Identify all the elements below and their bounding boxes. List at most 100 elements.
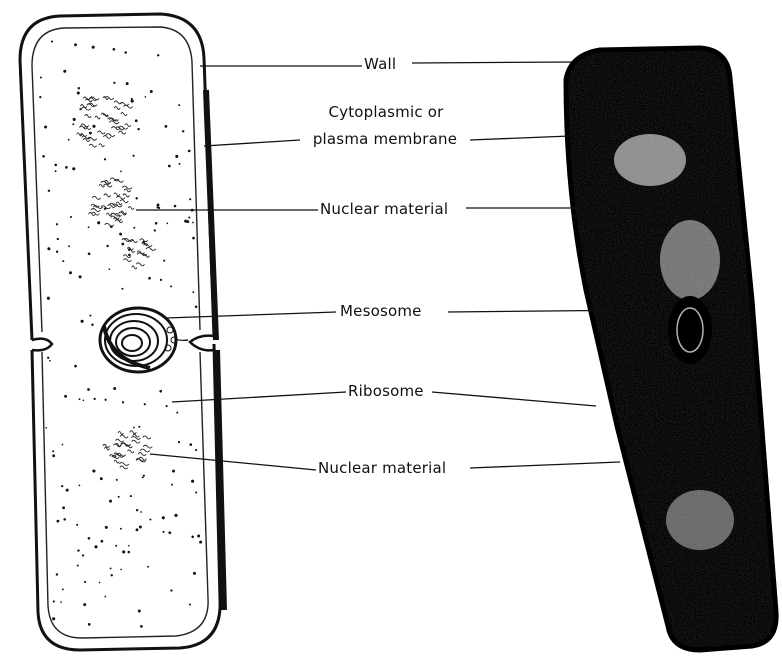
ribosome-dot [81,320,84,323]
ribosome-dot [154,229,156,231]
ribosome-dot [110,225,113,228]
nuclear-strand [125,124,131,127]
nuclear-strand [124,105,133,108]
mesosome [100,308,177,372]
ribosome-dot [72,167,75,170]
ribosome-dot [88,537,91,540]
ribosome-dot [156,206,158,208]
ribosome-dot [79,485,81,487]
ribosome-dot [92,125,95,128]
nuclear-strand [91,204,99,207]
nuclear-strand [140,449,150,452]
nuclear-strand [119,131,126,134]
membrane-leader-left [204,140,300,146]
ribosome-dot [138,426,140,428]
ribosome-dot [84,581,86,583]
nuclear-strand [89,103,98,106]
ribosome-dot [56,251,58,253]
ribosome-dot [131,99,134,102]
ribosome-leader-left [172,392,346,402]
ribosome-dot [121,243,124,246]
ribosome-dot [128,248,131,251]
ribosome-dot [170,285,172,287]
nuclear-strand [95,116,100,119]
ribosome-dot [157,54,159,56]
membrane-leader-right [470,136,570,140]
ribosome-dot [179,163,181,165]
ribosome-dot [62,444,64,446]
nuclear-strand [123,194,129,197]
ribosome-dot [94,398,96,400]
mesosome-leader-left [166,312,336,318]
ribosome-dot [74,43,77,46]
ribosome-dot [195,449,197,451]
ribosome-dot [136,509,138,511]
cell-wall-upper [20,14,214,340]
nuclear-strand [120,466,128,469]
ribosome-dot [191,480,194,483]
ribosome-dot [88,226,90,228]
ribosome-dot [118,496,120,498]
ribosome-dot [159,390,162,393]
nuclear-strand [105,223,114,226]
ribosome-dot [135,197,137,199]
ribosome-dot [139,526,142,529]
ribosome-dot [162,531,164,533]
ribosome-dot [62,260,64,262]
ribosome-dot [128,545,130,547]
ribosome-dot [178,441,180,443]
ribosome-dot [64,395,67,398]
ribosome-dot [47,247,50,250]
ribosome-dot [124,51,127,54]
ribosome-dot [94,545,97,548]
ribosome-dot [189,443,192,446]
ribosome-dot [40,77,42,79]
ribosome-dot [79,108,81,110]
ribosome-dot [60,601,62,603]
nuclear-strand [113,218,121,221]
label-membrane-line2: plasma membrane [300,131,470,148]
plasma-membrane-lower [42,352,208,638]
ribosome-dot [182,130,184,132]
ribosome-dot [140,511,142,513]
ribosome-dot [148,277,151,280]
nuclear-strand [98,131,106,134]
nuclear-bottom-leader-right [470,462,620,468]
label-nuclear-material-bottom: Nuclear material [318,460,446,477]
ribosome-dot [47,297,50,300]
nuclear-strand [114,460,119,463]
ribosome-dot [110,574,112,576]
ribosome-dot [109,500,112,503]
ribosome-dot [188,150,191,153]
ribosome-dot [63,518,66,521]
ribosome-dot [113,387,116,390]
nuclear-strand [113,444,121,447]
ribosome-dot [120,569,122,571]
ribosome-dot [168,165,171,168]
ribosome-dot [88,252,91,255]
ribosome-dot [122,401,124,403]
ribosome-dot [166,405,168,407]
ribosome-dot [77,565,79,567]
ribosome-dot [106,245,108,247]
ribosome-dot [68,245,70,247]
nuclear-strand [120,435,128,438]
ribosome-dot [83,399,85,401]
ribosome-dot [137,128,139,130]
ribosome-dot [69,271,72,274]
nuclear-strand [99,144,105,147]
ribosome-dot [91,323,93,325]
ribosome-dot [192,291,194,293]
ribosome-leader-right [432,392,596,406]
ribosome-dot [128,551,131,554]
ribosome-dot [197,535,200,538]
ribosome-dot [57,238,59,240]
nuclear-strand [122,186,132,189]
ribosome-dot [192,222,194,224]
nuclear-strand [131,436,140,439]
ribosome-dot [52,450,54,452]
ribosome-dot [104,158,106,160]
nuclear-strand [143,445,152,448]
ribosome-dot [174,514,177,517]
ribosome-dot [178,104,180,106]
